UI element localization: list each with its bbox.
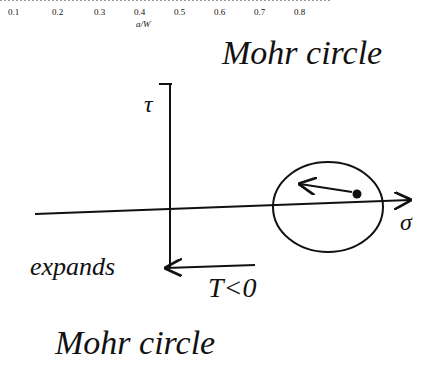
axis-tick-label: 0.4 — [134, 7, 145, 17]
axis-tick-label: 0.1 — [8, 7, 19, 17]
axis-tick-label: 0.4 — [134, 2, 145, 18]
axis-title: a/W — [136, 19, 151, 29]
axis-tick-label: 0.3 — [94, 7, 105, 17]
axis-tick-label: 0.6 — [214, 2, 225, 18]
tau-label: τ — [144, 92, 153, 116]
axis-tick-label: 0.7 — [254, 7, 265, 17]
axis-tick-label: 0.6 — [214, 7, 225, 17]
tension-note: T<0 — [208, 274, 256, 302]
axis-tick-label: 0.2 — [52, 7, 63, 17]
shift-arrow — [300, 184, 352, 192]
expand-arrow — [166, 265, 255, 268]
stress-point — [353, 190, 362, 199]
axis-tick-label: 0.8 — [294, 7, 305, 17]
axis-tick-label: 0.2 — [52, 2, 63, 18]
handwritten-title: Mohr circle — [55, 326, 215, 360]
mohr-circle — [273, 162, 383, 252]
axis-tick-label: 0.1 — [8, 2, 19, 18]
axis-tick-label: 0.5 — [174, 7, 185, 17]
axis-tick-label: 0.5 — [174, 2, 185, 18]
axis-tick-label: 0.7 — [254, 2, 265, 18]
sigma-axis — [35, 200, 410, 214]
axis-tick — [159, 83, 172, 85]
tau-label: τ — [144, 91, 153, 117]
expands-note: expands — [30, 254, 115, 280]
axis-tick-label: 0.3 — [94, 2, 105, 18]
tension-note: T<0 — [208, 272, 256, 303]
handwritten-title: Mohr circle — [55, 324, 215, 361]
sigma-label: σ — [400, 209, 412, 235]
sigma-label: σ — [400, 210, 412, 234]
handwritten-title: Mohr circle — [222, 36, 382, 70]
handwritten-title: Mohr circle — [222, 34, 382, 71]
expands-note: expands — [30, 252, 115, 281]
axis-tick-label: 0.8 — [294, 2, 305, 18]
tau-axis — [169, 84, 171, 268]
chart-edge — [0, 0, 330, 1]
